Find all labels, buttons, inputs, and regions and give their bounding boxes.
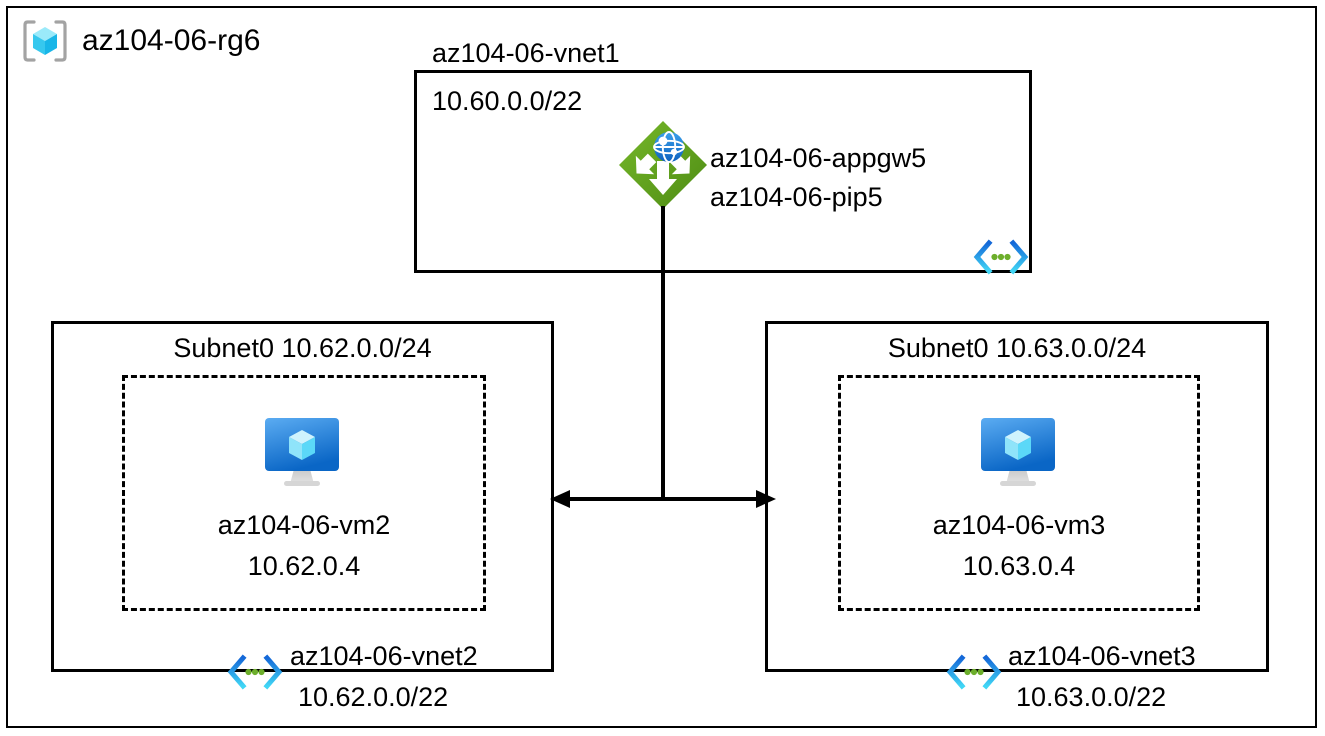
vnet-peering-arrow — [548, 478, 778, 520]
vnet3-vm-name-label: az104-06-vm3 — [932, 510, 1106, 540]
vnet2-address-space-label: 10.62.0.0/22 — [298, 682, 449, 712]
vnet3-subnet-box — [838, 375, 1200, 611]
public-ip-name-label: az104-06-pip5 — [710, 182, 883, 212]
application-gateway-icon — [617, 119, 709, 211]
vnet3-address-space-label: 10.63.0.0/22 — [1016, 682, 1167, 712]
appgw-name-label: az104-06-appgw5 — [710, 143, 927, 173]
resource-group-header: az104-06-rg6 — [22, 18, 260, 64]
vnet2-virtual-network-icon — [227, 654, 283, 690]
appgw-vertical-connector — [661, 206, 665, 499]
vnet2-box — [51, 321, 554, 672]
vnet2-virtual-machine-icon — [259, 415, 345, 491]
vnet2-vm-ip-label: 10.62.0.4 — [247, 551, 361, 581]
vnet3-virtual-network-icon — [946, 654, 1002, 690]
vnet3-virtual-machine-icon — [975, 415, 1061, 491]
vnet2-subnet-label: Subnet0 10.62.0.0/24 — [173, 333, 432, 363]
vnet1-name-label: az104-06-vnet1 — [432, 38, 620, 68]
vnet1-box — [414, 70, 1032, 273]
vnet2-vm-name-label: az104-06-vm2 — [217, 510, 391, 540]
vnet3-box — [765, 321, 1269, 672]
vnet2-name-label: az104-06-vnet2 — [290, 641, 478, 671]
vnet3-name-label: az104-06-vnet3 — [1008, 641, 1196, 671]
vnet2-subnet-box — [122, 375, 486, 611]
vnet1-address-space-label: 10.60.0.0/22 — [432, 86, 583, 116]
vnet3-subnet-label: Subnet0 10.63.0.0/24 — [887, 333, 1147, 363]
vnet3-vm-ip-label: 10.63.0.4 — [962, 551, 1076, 581]
resource-group-name: az104-06-rg6 — [82, 24, 261, 57]
resource-group-cube-icon — [22, 18, 68, 64]
vnet1-virtual-network-icon — [973, 239, 1029, 275]
